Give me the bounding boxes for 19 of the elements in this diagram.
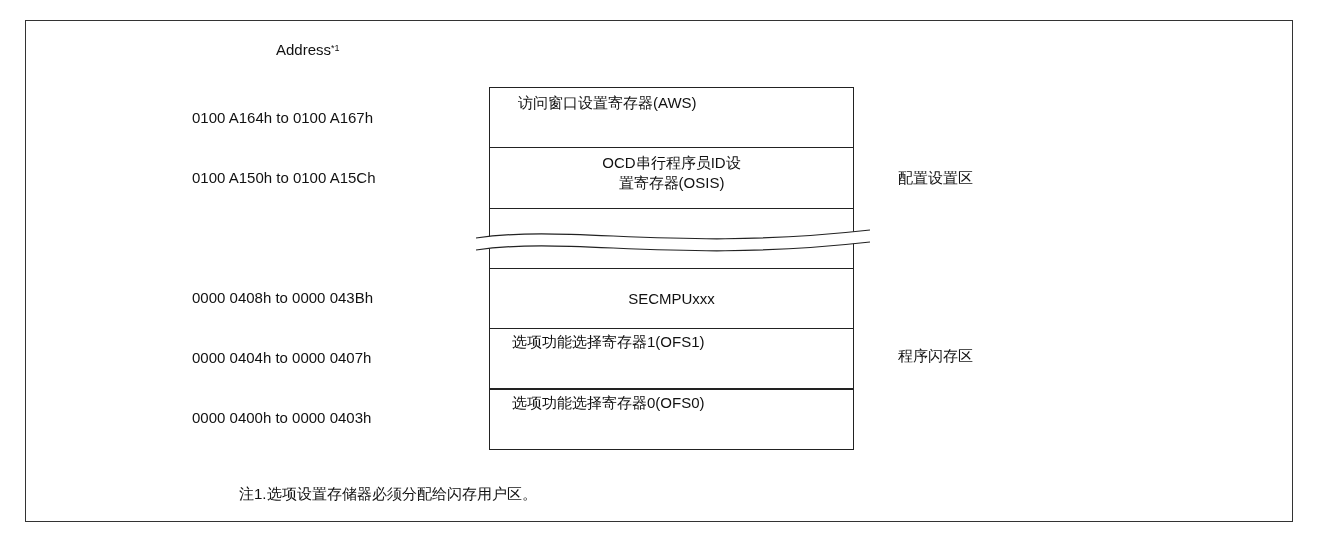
cell-text: 选项功能选择寄存器1(OFS1)	[512, 332, 705, 353]
cell-text: OCD串行程序员ID设置寄存器(OSIS)	[601, 153, 742, 194]
address-range: 0100 A164h to 0100 A167h	[192, 108, 373, 128]
address-range: 0000 0400h to 0000 0403h	[192, 408, 372, 428]
memory-cell	[489, 388, 854, 450]
memory-cell	[489, 328, 854, 390]
note-text: 注1.选项设置存储器必须分配给闪存用户区。	[239, 484, 537, 504]
memory-cell	[489, 267, 854, 330]
cell-text: 访问窗口设置寄存器(AWS)	[518, 93, 697, 113]
cell-text: 选项功能选择寄存器0(OFS0)	[512, 392, 705, 413]
area-label: 配置设置区	[898, 168, 973, 188]
address-range: 0000 0404h to 0000 0407h	[192, 348, 372, 368]
address-header: Address$^{*1}$	[276, 40, 340, 60]
cell-text: SECMPUxxx	[628, 288, 715, 309]
memory-cell	[489, 87, 854, 149]
area-label: 程序闪存区	[898, 346, 973, 366]
memory-cell	[489, 147, 854, 209]
address-range: 0100 A150h to 0100 A15Ch	[192, 168, 376, 188]
address-range: 0000 0408h to 0000 043Bh	[192, 288, 373, 308]
